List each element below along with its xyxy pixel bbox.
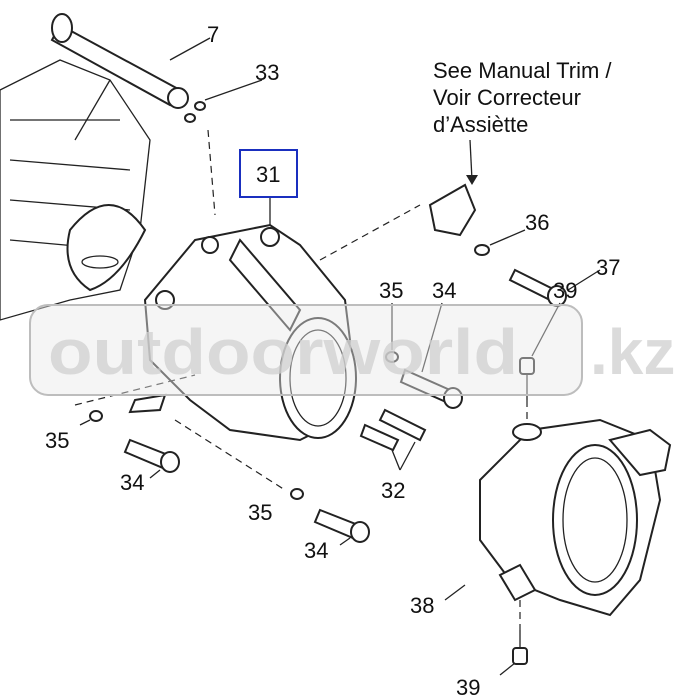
- note-line-3: d’Assiètte: [433, 112, 528, 137]
- callout-31: 31: [256, 162, 280, 187]
- part-39-screws: [499, 302, 561, 676]
- pump-housing-background: [0, 59, 151, 321]
- callout-34: 34: [304, 538, 328, 563]
- watermark-suffix: .kz: [590, 316, 675, 388]
- part-31-venturi: [128, 198, 421, 442]
- callout-39: 39: [553, 278, 577, 303]
- watermark-main: outdoorworld: [48, 316, 518, 388]
- callout-33: 33: [255, 60, 279, 85]
- manual-trim-part: [428, 139, 478, 237]
- watermark: outdoorworld .kz: [29, 304, 675, 396]
- callout-35: 35: [248, 500, 272, 525]
- highlight-box-31: [239, 149, 298, 198]
- part-36-37-hardware: [474, 229, 601, 307]
- note-line-2: Voir Correcteur: [433, 85, 581, 110]
- callout-35: 35: [379, 278, 403, 303]
- callout-37: 37: [596, 255, 620, 280]
- part-32-pins: [359, 408, 427, 471]
- part-38-nozzle: [444, 418, 672, 617]
- part-7-rod: [50, 13, 211, 141]
- part-33-orings: [184, 79, 263, 216]
- callout-38: 38: [410, 593, 434, 618]
- callout-32: 32: [381, 478, 405, 503]
- callout-7: 7: [207, 22, 219, 47]
- note-line-1: See Manual Trim /: [433, 58, 612, 83]
- callout-36: 36: [525, 210, 549, 235]
- part-35-34-right: [385, 302, 463, 409]
- callout-39: 39: [456, 675, 480, 700]
- callout-34: 34: [432, 278, 456, 303]
- callout-34: 34: [120, 470, 144, 495]
- callout-35: 35: [45, 428, 69, 453]
- part-35-34-left: [74, 374, 370, 546]
